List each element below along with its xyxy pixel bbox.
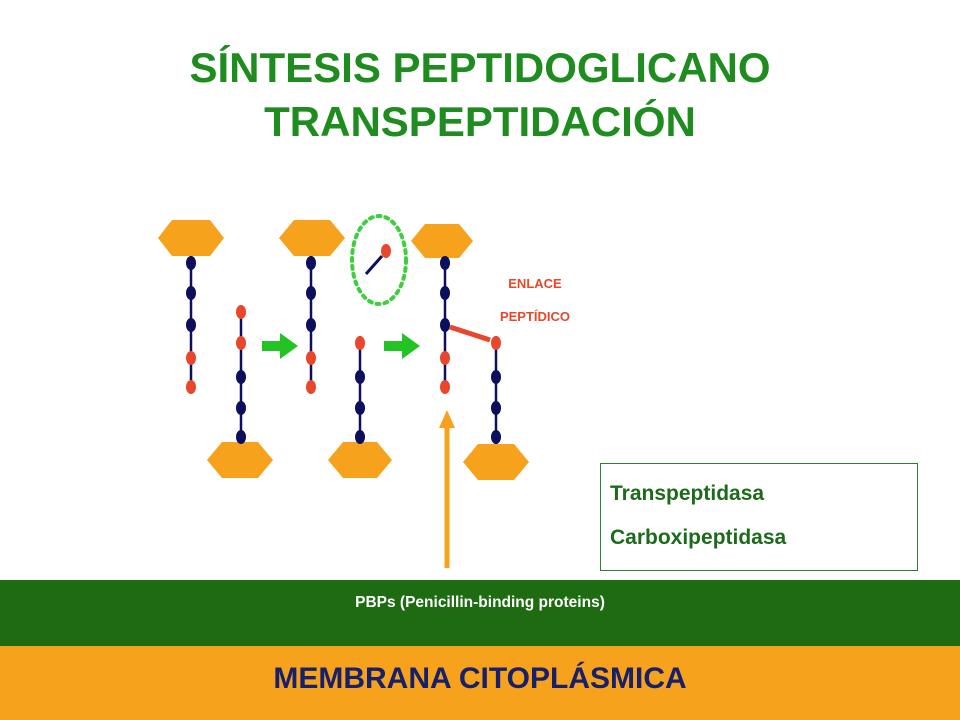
green-arrow-1 xyxy=(262,333,298,359)
amino-acid xyxy=(186,318,196,332)
sugar-top-2 xyxy=(279,220,345,256)
sugar-top-1 xyxy=(158,220,224,256)
amino-acid xyxy=(306,286,316,300)
amino-acid xyxy=(186,351,196,365)
stage-3-strands xyxy=(411,224,529,480)
amino-acid xyxy=(306,380,316,394)
bond-label-line-1: ENLACE xyxy=(508,276,562,291)
orange-arrow-head xyxy=(439,410,455,428)
amino-acid xyxy=(440,256,450,270)
pbp-band xyxy=(0,580,960,646)
released-amino-acid-bond xyxy=(364,255,384,275)
green-arrow-2 xyxy=(384,333,420,359)
amino-acid xyxy=(355,401,365,415)
amino-acid xyxy=(306,256,316,270)
stage-2-strands xyxy=(279,214,408,478)
amino-acid xyxy=(236,430,246,444)
amino-acid xyxy=(491,336,501,350)
amino-acid xyxy=(440,380,450,394)
amino-acid xyxy=(355,336,365,350)
released-amino-acid xyxy=(381,244,391,258)
title-line-1: SÍNTESIS PEPTIDOGLICANO xyxy=(189,44,771,91)
amino-acid xyxy=(440,286,450,300)
amino-acid xyxy=(306,351,316,365)
amino-acid xyxy=(355,430,365,444)
amino-acid xyxy=(440,351,450,365)
title-line-2: TRANSPEPTIDACIÓN xyxy=(264,98,696,145)
amino-acid xyxy=(236,401,246,415)
amino-acid xyxy=(186,286,196,300)
enzymes-box: Transpeptidasa Carboxipeptidasa xyxy=(600,463,918,571)
amino-acid xyxy=(491,430,501,444)
amino-acid xyxy=(306,318,316,332)
amino-acid xyxy=(491,370,501,384)
sugar-bottom-1 xyxy=(207,442,273,478)
pbp-label: PBPs (Penicillin-binding proteins) xyxy=(355,594,605,611)
enzyme-carboxypeptidase: Carboxipeptidasa xyxy=(610,526,787,549)
amino-acid xyxy=(355,370,365,384)
amino-acid xyxy=(491,401,501,415)
amino-acid xyxy=(186,380,196,394)
orange-up-arrow xyxy=(439,410,455,568)
amino-acid xyxy=(236,370,246,384)
amino-acid xyxy=(236,336,246,350)
amino-acid xyxy=(440,318,450,332)
amino-acid xyxy=(186,256,196,270)
sugar-bottom-2 xyxy=(328,442,392,478)
sugar-bottom-3 xyxy=(463,444,529,480)
enzyme-transpeptidase: Transpeptidasa xyxy=(610,482,765,505)
cytoplasmic-membrane-band xyxy=(0,646,960,720)
stage-1-strands xyxy=(158,220,273,478)
released-amino-acid-circle xyxy=(350,214,408,306)
amino-acid xyxy=(236,305,246,319)
bond-label-line-2: PEPTÍDICO xyxy=(499,309,571,324)
membrane-label: MEMBRANA CITOPLÁSMICA xyxy=(273,662,687,695)
peptide-bond xyxy=(449,324,491,343)
sugar-top-3 xyxy=(411,224,473,258)
